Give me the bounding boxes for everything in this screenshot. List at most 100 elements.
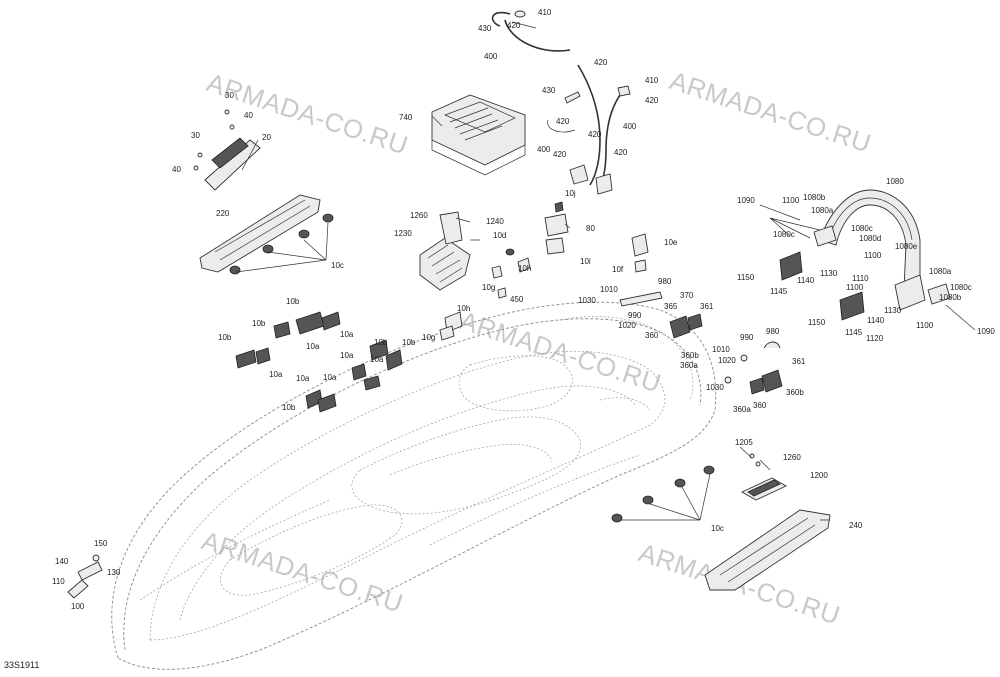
callout-450: 450 (510, 295, 524, 304)
callout-1080: 1080 (886, 177, 904, 186)
callout-10b: 10b (374, 338, 388, 347)
switch-cluster-360 (669, 313, 783, 395)
callout-1080d: 1080d (859, 234, 881, 243)
callout-1140: 1140 (867, 316, 885, 325)
callout-220: 220 (216, 209, 230, 218)
callout-1110: 1110 (852, 274, 869, 283)
callout-10g: 10g (422, 333, 435, 342)
callout-1100: 1100 (782, 196, 800, 205)
callout-10d: 10d (493, 231, 506, 240)
callout-400: 400 (537, 145, 551, 154)
callout-1080c: 1080c (851, 224, 873, 233)
callout-10a: 10a (323, 373, 337, 382)
callout-370: 370 (680, 291, 694, 300)
callout-1090: 1090 (977, 327, 995, 336)
callout-430: 430 (478, 24, 492, 33)
callout-360: 360 (753, 401, 767, 410)
callout-10i: 10i (580, 257, 591, 266)
callout-1080b: 1080b (803, 193, 826, 202)
callout-10c: 10c (331, 261, 344, 270)
callout-30: 30 (225, 91, 234, 100)
callout-980: 980 (766, 327, 780, 336)
callout-10a: 10a (269, 370, 283, 379)
callout-360b: 360b (786, 388, 804, 397)
bracket-220 (199, 194, 334, 275)
switch-clusters-left (235, 311, 403, 413)
callout-990: 990 (740, 333, 754, 342)
callout-361: 361 (792, 357, 806, 366)
callout-980: 980 (658, 277, 672, 286)
callout-1240: 1240 (486, 217, 504, 226)
callout-420: 420 (614, 148, 628, 157)
callout-1200: 1200 (810, 471, 828, 480)
callout-420: 420 (553, 150, 567, 159)
storage-bin-740 (431, 94, 526, 176)
callout-100: 100 (71, 602, 85, 611)
callout-1150: 1150 (808, 318, 826, 327)
callout-10a: 10a (340, 330, 354, 339)
callout-1260: 1260 (783, 453, 801, 462)
callout-1080c: 1080c (773, 230, 795, 239)
callout-20: 20 (262, 133, 271, 142)
callout-1130: 1130 (820, 269, 838, 278)
callout-360b: 360b (681, 351, 699, 360)
callout-1145: 1145 (845, 328, 863, 337)
callout-1080a: 1080a (811, 206, 834, 215)
callout-1120: 1120 (866, 334, 884, 343)
callout-1150: 1150 (737, 273, 755, 282)
watermark-text: ARMADA-CO.RU (666, 65, 875, 158)
callout-10g: 10g (482, 283, 495, 292)
callout-361: 361 (700, 302, 714, 311)
callout-1030: 1030 (706, 383, 724, 392)
diagram-id-code: 33S1911 (4, 660, 39, 670)
callout-1010: 1010 (600, 285, 618, 294)
callout-10a: 10a (340, 351, 354, 360)
callout-410: 410 (645, 76, 659, 85)
callout-1020: 1020 (718, 356, 736, 365)
watermark-text: ARMADA-CO.RU (198, 525, 407, 618)
callout-400: 400 (623, 122, 637, 131)
callout-10b: 10b (218, 333, 232, 342)
callout-420: 420 (588, 130, 602, 139)
callout-140: 140 (55, 557, 69, 566)
callout-1100: 1100 (864, 251, 882, 260)
footrest-240 (611, 453, 831, 591)
callout-10a: 10a (370, 355, 384, 364)
callout-1100: 1100 (846, 283, 864, 292)
callout-10b: 10b (286, 297, 300, 306)
callout-360: 360 (645, 331, 659, 340)
callout-240: 240 (849, 521, 863, 530)
part-group-20 (193, 109, 261, 191)
callout-10h: 10h (457, 304, 470, 313)
cover-1230 (419, 211, 471, 291)
callout-30: 30 (191, 131, 200, 140)
callout-430: 430 (542, 86, 556, 95)
callout-1230: 1230 (394, 229, 412, 238)
callout-1140: 1140 (797, 276, 815, 285)
callout-740: 740 (399, 113, 413, 122)
switch-module-80 (544, 201, 569, 255)
part-callouts: 100 110 130 140 150 220 10c 30 40 30 40 … (52, 8, 995, 611)
callout-410: 410 (538, 8, 552, 17)
callout-1080b: 1080b (939, 293, 962, 302)
callout-1100: 1100 (916, 321, 934, 330)
callout-80: 80 (586, 224, 595, 233)
callout-10j: 10j (565, 189, 576, 198)
callout-1030: 1030 (578, 296, 596, 305)
callout-1205: 1205 (735, 438, 753, 447)
callout-1020: 1020 (618, 321, 636, 330)
callout-420: 420 (556, 117, 570, 126)
grab-handle-1080 (759, 189, 976, 331)
callout-420: 420 (594, 58, 608, 67)
callout-360a: 360a (733, 405, 751, 414)
hull-drawing (111, 301, 717, 670)
callout-110: 110 (52, 577, 65, 586)
callout-40: 40 (244, 111, 253, 120)
callout-150: 150 (94, 539, 108, 548)
callout-990: 990 (628, 311, 642, 320)
callout-420: 420 (507, 21, 521, 30)
callout-400: 400 (484, 52, 498, 61)
vent-hoses (491, 10, 631, 195)
callout-420: 420 (645, 96, 659, 105)
